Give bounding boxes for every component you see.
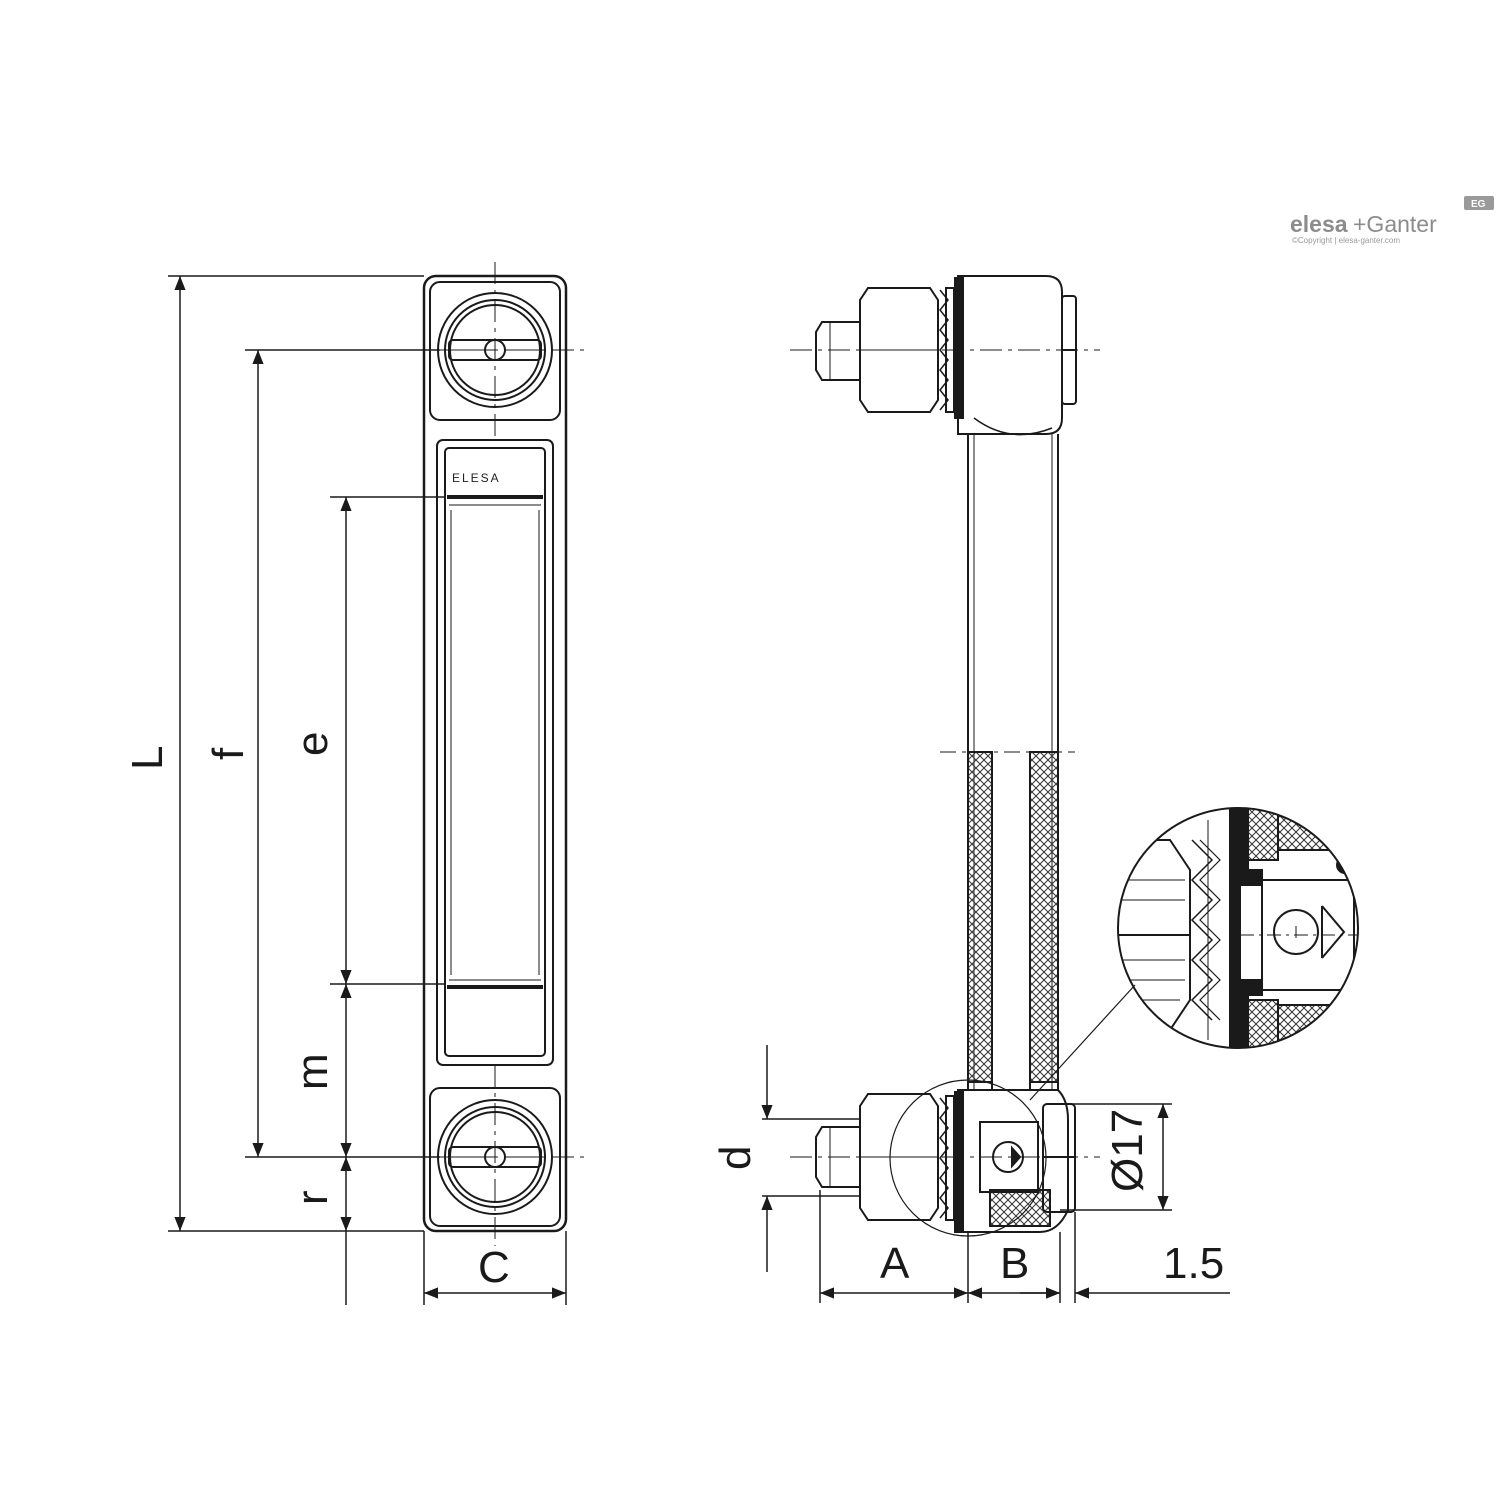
side-section-left <box>967 751 993 1083</box>
dim-label-e: e <box>288 732 337 756</box>
brand-name-ganter: +Ganter <box>1353 211 1437 237</box>
side-dimension-labels: d Ø17 A B 1.5 <box>711 1109 1224 1288</box>
brand-copyright: ©Copyright | elesa-ganter.com <box>1292 236 1400 245</box>
brand-logo: elesa +Ganter EG ©Copyright | elesa-gant… <box>1290 196 1494 245</box>
dim-label-dia17: Ø17 <box>1103 1109 1152 1192</box>
front-dimension-labels: L f e m r C <box>123 732 510 1292</box>
front-dimensions <box>168 275 567 1305</box>
dim-label-B: B <box>1000 1239 1029 1288</box>
side-view <box>790 275 1136 1237</box>
front-window-frame <box>436 439 554 1066</box>
front-window-inner <box>444 447 546 1057</box>
dim-label-L: L <box>123 746 172 770</box>
dim-label-d: d <box>711 1146 760 1170</box>
dim-label-m: m <box>288 1053 337 1090</box>
window-brand-label: ELESA <box>452 471 501 485</box>
dim-label-f: f <box>204 747 253 760</box>
detail-leader <box>1029 984 1136 1101</box>
side-bottom-stud <box>815 1126 861 1188</box>
side-dimensions <box>761 1045 1230 1303</box>
dim-label-r: r <box>288 1190 337 1205</box>
side-top-head <box>957 275 1063 435</box>
brand-name-elesa: elesa <box>1290 211 1348 237</box>
front-view <box>400 262 590 1246</box>
dim-label-C: C <box>478 1243 510 1292</box>
detail-magnifier-outline <box>1117 807 1359 1049</box>
front-centre-lines <box>400 262 590 1246</box>
dim-label-A: A <box>880 1239 910 1288</box>
detail-magnifier <box>1117 807 1359 1049</box>
side-top-gasket <box>954 277 964 419</box>
brand-badge-bg <box>1464 196 1494 210</box>
brand-badge: EG <box>1471 199 1486 210</box>
side-top-stud <box>815 321 861 381</box>
side-section-right <box>1029 751 1059 1083</box>
dim-label-1-5: 1.5 <box>1163 1239 1224 1288</box>
